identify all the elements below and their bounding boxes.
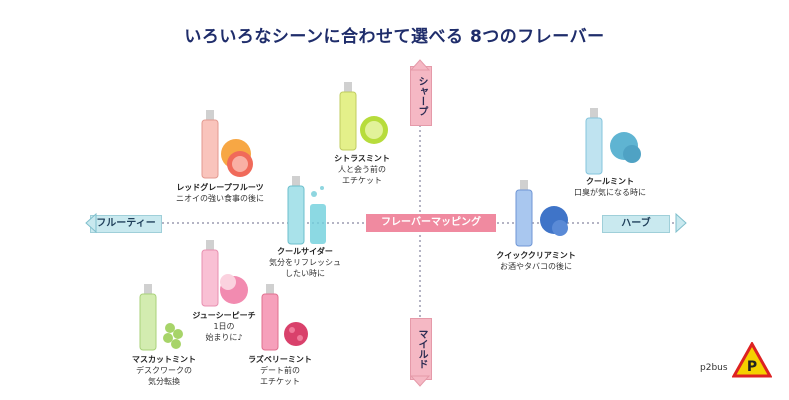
svg-text:P: P bbox=[747, 359, 757, 375]
product-quick-clear-mint: クイッククリアミント お酒やタバコの後に bbox=[496, 251, 576, 271]
page-title: いろいろなシーンに合わせて選べる 8つのフレーバー bbox=[184, 27, 605, 47]
citrus-mint-bottle-icon bbox=[339, 82, 388, 151]
quick-clear-mint-bottle-icon bbox=[515, 180, 568, 247]
flavor-mapping-label: フレーバーマッピング bbox=[366, 214, 496, 232]
watermark-text: p2bus bbox=[700, 363, 728, 373]
cool-cider-bottle-icon bbox=[287, 176, 326, 245]
axis-label-sharp: シャープ bbox=[410, 66, 432, 126]
product-muscat-mint: マスカットミント デスクワークの 気分転換 bbox=[132, 355, 196, 386]
product-raspberry-mint: ラズベリーミント デート前の エチケット bbox=[248, 355, 312, 386]
product-cool-mint: クールミント 口臭が気になる時に bbox=[574, 177, 646, 197]
p2bus-logo-icon: P bbox=[732, 342, 772, 378]
juicy-peach-bottle-icon bbox=[201, 240, 248, 307]
product-juicy-peach: ジューシーピーチ 1日の 始まりに♪ bbox=[192, 311, 256, 342]
red-grapefruit-bottle-icon bbox=[201, 110, 253, 179]
cool-mint-bottle-icon bbox=[585, 108, 641, 175]
muscat-mint-bottle-icon bbox=[139, 284, 183, 351]
raspberry-mint-bottle-icon bbox=[261, 284, 308, 351]
product-cool-cider: クールサイダー 気分をリフレッシュ したい時に bbox=[269, 247, 341, 278]
product-citrus-mint: シトラスミント 人と会う前の エチケット bbox=[334, 154, 390, 185]
axis-label-herb: ハーブ bbox=[602, 215, 670, 233]
product-red-grapefruit: レッドグレープフルーツ ニオイの強い食事の後に bbox=[176, 183, 264, 203]
